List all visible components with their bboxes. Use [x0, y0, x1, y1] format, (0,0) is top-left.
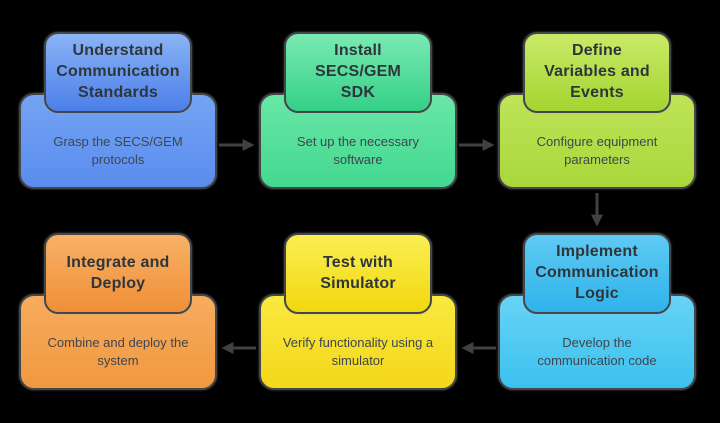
step-title: Define Variables and Events — [544, 42, 650, 101]
step-description: Verify functionality using a simulator — [282, 334, 434, 368]
step-header: Integrate and Deploy — [44, 233, 192, 314]
step-title: Test with Simulator — [320, 253, 396, 292]
step-description: Develop the communication code — [537, 334, 657, 368]
step-description: Combine and deploy the system — [47, 334, 189, 368]
step-implement-communication-logic: Develop the communication code Implement… — [498, 233, 696, 390]
step-title: Implement Communication Logic — [535, 243, 659, 302]
step-test-with-simulator: Verify functionality using a simulator T… — [259, 233, 457, 390]
step-header: Understand Communication Standards — [44, 32, 192, 113]
step-description: Configure equipment parameters — [536, 133, 658, 167]
step-define-variables-and-events: Configure equipment parameters Define Va… — [498, 32, 696, 189]
step-header: Test with Simulator — [284, 233, 432, 314]
step-header: Install SECS/GEM SDK — [284, 32, 432, 113]
step-title: Install SECS/GEM SDK — [314, 42, 402, 101]
step-title: Understand Communication Standards — [56, 42, 180, 101]
step-header: Implement Communication Logic — [523, 233, 671, 314]
step-integrate-and-deploy: Combine and deploy the system Integrate … — [19, 233, 217, 390]
step-understand-communication-standards: Grasp the SECS/GEM protocols Understand … — [19, 32, 217, 189]
step-header: Define Variables and Events — [523, 32, 671, 113]
step-title: Integrate and Deploy — [66, 253, 170, 292]
step-install-secs-gem-sdk: Set up the necessary software Install SE… — [259, 32, 457, 189]
step-description: Set up the necessary software — [296, 133, 420, 167]
step-description: Grasp the SECS/GEM protocols — [53, 133, 183, 167]
